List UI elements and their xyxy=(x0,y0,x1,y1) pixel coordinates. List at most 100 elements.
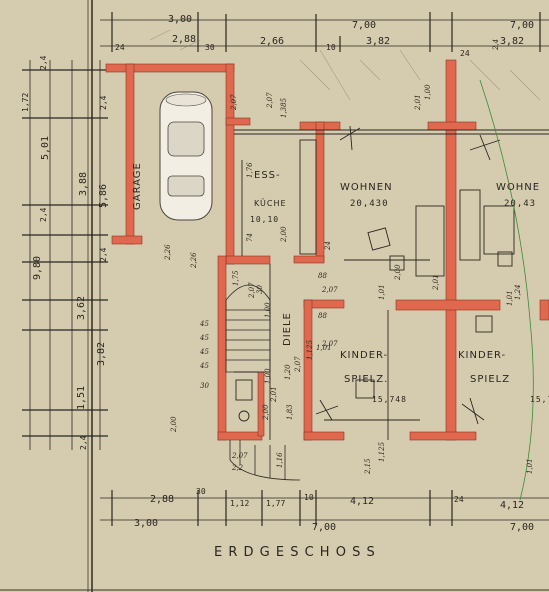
misc-label-32: 1,75 xyxy=(232,270,240,286)
walls xyxy=(105,59,549,441)
left-dim-2: 5,01 xyxy=(40,136,51,160)
dimension-lines xyxy=(22,12,549,526)
room-label-wohnen-left: WOHNEN xyxy=(340,182,393,193)
misc-label-19: 2,15 xyxy=(364,458,372,475)
bottom-dim-7: 3,00 xyxy=(134,518,158,529)
misc-label-13: 1,01 xyxy=(506,290,514,306)
misc-label-16: 2,07 xyxy=(294,356,302,373)
misc-label-40: 1,16 xyxy=(276,452,284,468)
misc-label-30: 74 xyxy=(246,233,254,242)
left-dim-9: 1,51 xyxy=(76,386,87,410)
hatching xyxy=(149,29,541,101)
top-dim-9: 7,00 xyxy=(510,20,534,31)
left-dim-0: 2,4 xyxy=(39,55,48,70)
misc-label-33: 1,00 xyxy=(264,302,272,318)
room-label-ess: ESS- xyxy=(254,170,281,181)
room-area-wohnen-right: 20,43 xyxy=(504,199,536,209)
left-dim-12: 2,4 xyxy=(99,95,108,110)
left-dim-10: 2,4 xyxy=(79,435,88,450)
top-dim-8: 7,00 xyxy=(352,20,376,31)
misc-label-8: 1,01 xyxy=(378,284,386,300)
top-dim-7: 3,82 xyxy=(500,36,524,47)
misc-label-10: 2,01 xyxy=(414,94,422,111)
top-dim-5: 3,82 xyxy=(366,36,390,47)
bottom-dim-2: 1,12 xyxy=(230,499,249,508)
misc-label-23: 45 xyxy=(199,320,209,328)
misc-label-22: 2,26 xyxy=(190,252,198,269)
top-dim-3: 2,66 xyxy=(260,36,284,47)
green-line xyxy=(479,79,534,501)
misc-label-12: 2,00 xyxy=(394,264,402,281)
left-dim-5: 2,4 xyxy=(39,207,48,222)
misc-label-18: 1,00 xyxy=(264,368,272,384)
top-dim-4: 10 xyxy=(326,43,336,52)
top-dim-10: 24 xyxy=(115,43,125,52)
misc-label-2: 2,07 xyxy=(230,94,238,111)
misc-label-4: 88 xyxy=(318,272,327,280)
misc-label-28: 2,07 xyxy=(248,282,256,299)
room-label-kueche: KÜCHE xyxy=(254,198,287,208)
room-label-wohnen-right: WOHNE xyxy=(496,182,540,193)
staircase xyxy=(225,284,301,481)
room-label-garage: GARAGE xyxy=(132,162,143,210)
room-area-wohnen-left: 20,430 xyxy=(350,199,389,209)
misc-label-3: 1,76 xyxy=(246,162,254,178)
misc-label-29: 30 xyxy=(256,285,264,294)
misc-label-37: 1,83 xyxy=(286,404,294,420)
room-label-spielz-left: SPIELZ. xyxy=(344,374,388,385)
misc-label-9: 1,00 xyxy=(424,84,432,100)
room-label-kinder-right: KINDER- xyxy=(458,350,506,361)
bottom-dim-0: 2,88 xyxy=(150,494,174,505)
misc-label-6: 88 xyxy=(318,312,327,320)
top-dim-2: 30 xyxy=(205,43,215,52)
misc-label-5: 2,07 xyxy=(321,286,338,294)
misc-label-24: 45 xyxy=(199,334,209,342)
misc-label-20: 1,125 xyxy=(378,441,386,462)
top-dim-6: 24 xyxy=(460,49,470,58)
bottom-dim-5: 4,12 xyxy=(350,496,374,507)
left-dim-6: 9,80 xyxy=(32,256,43,280)
misc-label-1: 1,385 xyxy=(280,97,288,118)
room-label-kinder-left: KINDER- xyxy=(340,350,388,361)
left-dim-8: 3,82 xyxy=(96,342,107,366)
misc-label-39: 2,2 xyxy=(231,464,244,472)
bottom-dim-6: 24 xyxy=(454,495,464,504)
furniture xyxy=(235,125,515,425)
room-area-kinder-right: 15,7 xyxy=(530,395,549,404)
misc-label-21: 2,26 xyxy=(164,244,172,261)
misc-label-26: 45 xyxy=(199,362,209,370)
misc-label-41: 2,00 xyxy=(170,416,178,433)
bottom-dim-8: 7,00 xyxy=(312,522,336,533)
misc-label-7: 2,07 xyxy=(321,340,338,348)
bottom-dim-9: 7,00 xyxy=(510,522,534,533)
misc-label-38: 2,07 xyxy=(231,452,248,460)
misc-label-25: 45 xyxy=(199,348,209,356)
misc-label-42: 24 xyxy=(324,241,332,251)
misc-label-0: 2,07 xyxy=(266,92,274,109)
floor-title: E R D G E S C H O S S xyxy=(214,545,376,560)
misc-label-44: 1,01 xyxy=(526,458,534,474)
top-dim-1: 2,88 xyxy=(172,34,196,45)
left-dim-1: 1,72 xyxy=(21,93,30,112)
room-label-diele: DIELE xyxy=(282,312,293,346)
left-dim-3: 3,88 xyxy=(78,172,89,196)
misc-label-15: 1,01 xyxy=(316,344,332,352)
bottom-dim-10: 4,12 xyxy=(500,500,524,511)
misc-label-35: 2,01 xyxy=(270,386,278,403)
left-dim-11: 2,4 xyxy=(99,247,108,262)
misc-label-17: 1,125 xyxy=(306,339,314,360)
left-dim-4: 5,86 xyxy=(98,184,109,208)
left-dim-7: 3,62 xyxy=(76,296,87,320)
room-area-kueche: 10,10 xyxy=(250,215,279,224)
misc-label-34: 1,20 xyxy=(284,364,292,380)
misc-label-11: 2,01 xyxy=(432,274,440,291)
room-label-spielz-right: SPIELZ xyxy=(470,374,510,385)
car-drawing xyxy=(159,91,213,221)
top-dim-0: 3,00 xyxy=(168,14,192,25)
misc-label-14: 1,24 xyxy=(514,284,522,300)
bottom-dim-3: 1,77 xyxy=(266,499,285,508)
misc-label-36: 2,00 xyxy=(262,404,270,421)
room-area-kinder-left: 15,748 xyxy=(372,395,407,404)
